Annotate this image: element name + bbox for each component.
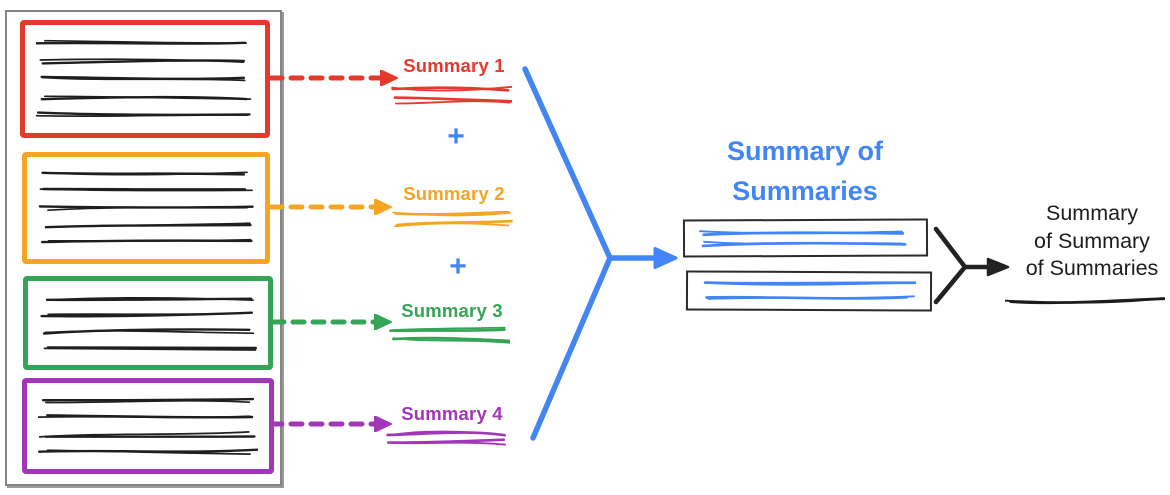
summaries-box-2 xyxy=(685,270,933,312)
plus-sign: + xyxy=(449,250,467,283)
document-text-scribble xyxy=(38,166,254,250)
dashed-arrow-icon xyxy=(268,415,392,433)
summary-3-label: Summary 3 xyxy=(401,300,503,321)
dashed-arrow-icon xyxy=(268,69,398,87)
summary-1-scribble xyxy=(390,84,513,106)
final-summary-label: Summary of Summary of Summaries xyxy=(1012,200,1170,283)
document-section-3 xyxy=(23,276,273,370)
final-summary-line: of Summaries xyxy=(1025,256,1159,280)
summary-4-label: Summary 4 xyxy=(401,403,503,424)
document-section-1 xyxy=(20,20,270,138)
dashed-arrow-icon xyxy=(270,313,392,331)
document-text-scribble xyxy=(39,290,257,356)
black-merge-arrow-icon xyxy=(928,222,1020,314)
summary-1-label: Summary 1 xyxy=(403,55,505,76)
summary-2-label: Summary 2 xyxy=(403,183,505,204)
final-summary-line: Summary xyxy=(1046,201,1138,225)
summary-3-scribble xyxy=(388,324,511,345)
blue-text-scribble xyxy=(702,278,917,305)
plus-sign: + xyxy=(447,120,465,153)
merge-arrow-icon xyxy=(505,58,690,453)
final-summary-scribble xyxy=(1004,292,1166,311)
summary-4-scribble xyxy=(386,427,510,448)
dashed-arrow-icon xyxy=(268,198,392,216)
summary-2-scribble xyxy=(392,209,514,229)
document-stack xyxy=(5,10,282,486)
summary-of-summaries-title: Summary of Summaries xyxy=(726,136,884,206)
final-summary-line: of Summary xyxy=(1034,228,1150,253)
blue-text-scribble xyxy=(699,226,912,251)
document-section-4 xyxy=(22,378,274,474)
summaries-box-1 xyxy=(682,218,929,258)
document-text-scribble xyxy=(35,34,254,124)
document-section-2 xyxy=(22,152,270,264)
document-text-scribble xyxy=(37,392,259,460)
